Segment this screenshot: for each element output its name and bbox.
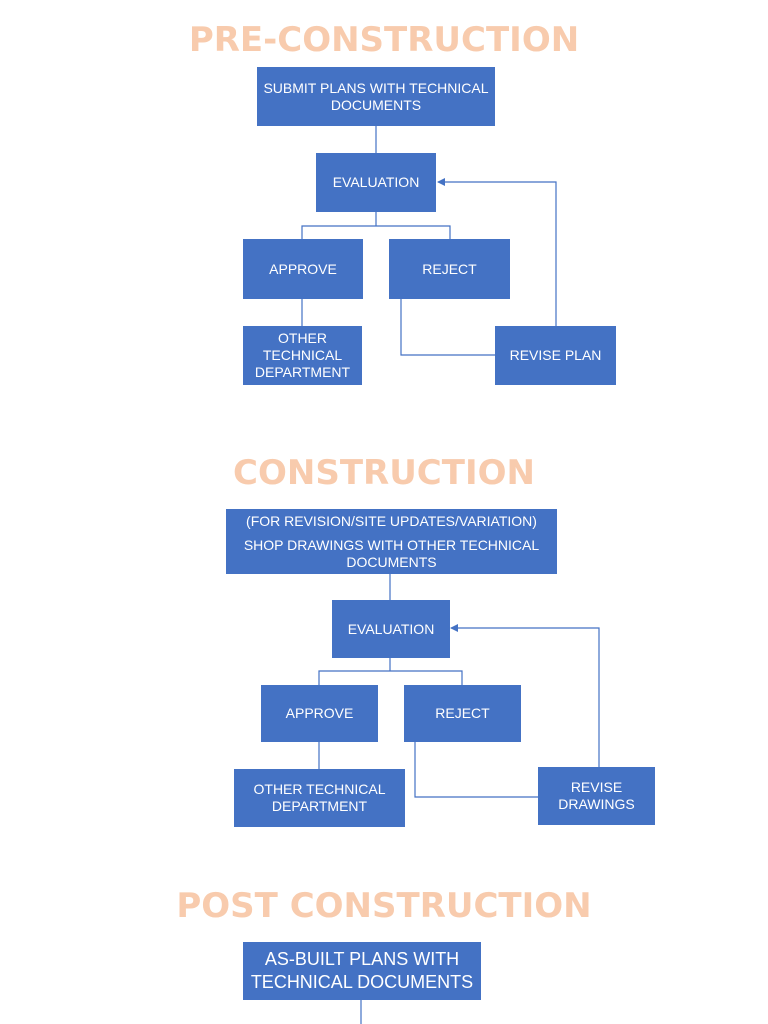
- other-line-3: DEPARTMENT: [254, 364, 351, 380]
- shop-line-1: (FOR REVISION/SITE UPDATES/VARIATION): [246, 512, 537, 529]
- approve-box: APPROVE: [243, 239, 363, 299]
- connector-evaluation-branch: [301, 212, 451, 239]
- other2-line-1: OTHER TECHNICAL: [253, 781, 386, 797]
- connector-revise2-evaluation: [450, 624, 600, 767]
- revise-plan-label: REVISE PLAN: [509, 347, 602, 363]
- submit-plans-line-2: DOCUMENTS: [330, 96, 422, 113]
- evaluation-box: EVALUATION: [316, 153, 436, 212]
- construction-title: CONSTRUCTION: [233, 453, 535, 493]
- asbuilt-line-1: AS-BUILT PLANS WITH: [264, 949, 460, 969]
- connector-evaluation2-branch: [318, 658, 463, 685]
- connector-revise-evaluation: [437, 178, 557, 326]
- connector-reject2-revise: [414, 742, 538, 798]
- reject-label: REJECT: [422, 260, 477, 277]
- reject-label-2: REJECT: [435, 705, 490, 721]
- approve-label: APPROVE: [269, 260, 337, 277]
- shop-drawings-box: (FOR REVISION/SITE UPDATES/VARIATION) SH…: [226, 509, 557, 574]
- reject-box: REJECT: [389, 239, 510, 299]
- pre-construction-title: PRE-CONSTRUCTION: [188, 20, 580, 60]
- shop-line-2: SHOP DRAWINGS WITH OTHER TECHNICAL: [243, 536, 540, 553]
- other-technical-department-box-2: OTHER TECHNICAL DEPARTMENT: [234, 769, 405, 827]
- submit-plans-box: SUBMIT PLANS WITH TECHNICAL DOCUMENTS: [257, 67, 495, 126]
- approve-box-2: APPROVE: [261, 685, 378, 742]
- as-built-plans-box: AS-BUILT PLANS WITH TECHNICAL DOCUMENTS: [243, 942, 481, 1000]
- other-line-1: OTHER: [278, 330, 327, 346]
- other-technical-department-box: OTHER TECHNICAL DEPARTMENT: [243, 326, 362, 385]
- other2-line-2: DEPARTMENT: [271, 798, 368, 814]
- evaluation-label-2: EVALUATION: [347, 620, 435, 637]
- revise-drawings-line-2: DRAWINGS: [558, 796, 635, 812]
- connector-reject-revise: [400, 299, 495, 356]
- revise-drawings-box: REVISE DRAWINGS: [538, 767, 655, 825]
- revise-plan-box: REVISE PLAN: [495, 326, 616, 385]
- asbuilt-line-2: TECHNICAL DOCUMENTS: [250, 972, 474, 992]
- reject-box-2: REJECT: [404, 685, 521, 742]
- submit-plans-line-1: SUBMIT PLANS WITH TECHNICAL: [263, 79, 489, 96]
- approve-label-2: APPROVE: [285, 705, 354, 721]
- other-line-2: TECHNICAL: [262, 347, 343, 363]
- revise-drawings-line-1: REVISE: [570, 779, 623, 795]
- evaluation-label: EVALUATION: [332, 174, 420, 190]
- evaluation-box-2: EVALUATION: [332, 600, 450, 658]
- shop-line-3: DOCUMENTS: [346, 553, 437, 570]
- post-construction-title: POST CONSTRUCTION: [176, 886, 592, 926]
